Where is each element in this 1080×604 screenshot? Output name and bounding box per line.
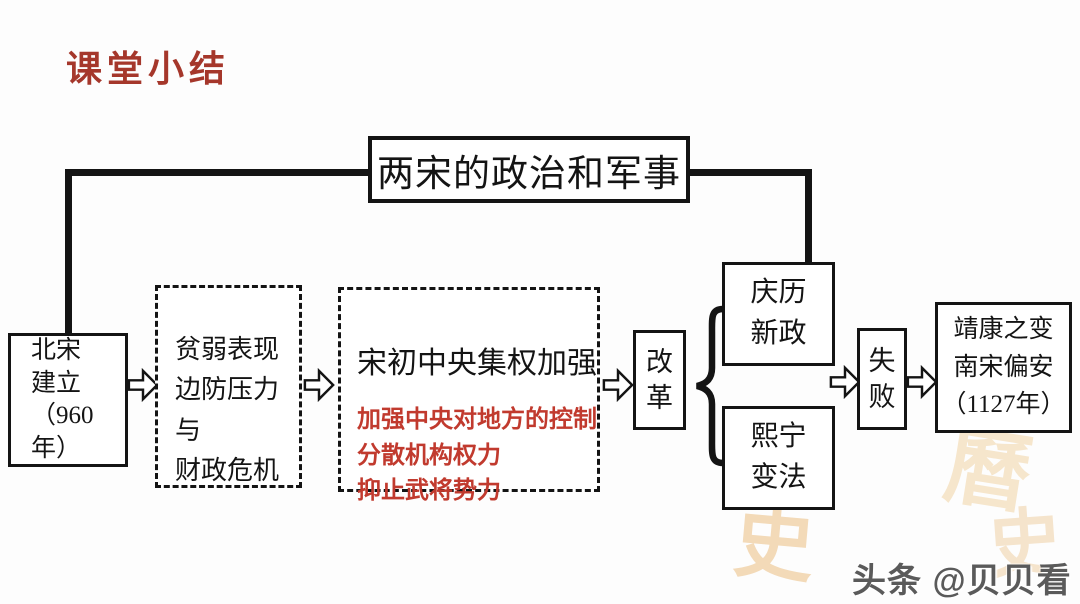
centralization-measures: 加强中央对地方的控制 分散机构权力 抑止武将势力 xyxy=(357,407,597,505)
lesson-summary-title: 课堂小结 xyxy=(66,49,231,89)
centralization-heading: 宋初中央集权加强 xyxy=(357,347,597,380)
connector-line-left-vertical xyxy=(65,169,72,335)
flow-arrow-icon xyxy=(829,363,861,401)
jingkang-outcome-box: 靖康之变 南宋偏安 （1127年） xyxy=(935,302,1072,433)
connector-line-right-horizontal xyxy=(689,169,812,176)
qingli-reform-box: 庆历 新政 xyxy=(722,262,835,366)
flow-arrow-icon xyxy=(906,363,938,401)
flow-arrow-icon xyxy=(127,366,159,404)
main-title-box: 两宋的政治和军事 xyxy=(368,136,690,203)
brace-icon xyxy=(692,305,726,467)
northern-song-founding-box: 北宋 建立 （960 年） xyxy=(8,333,128,467)
background-watermark-glyph: 史 xyxy=(730,498,818,594)
connector-line-left-horizontal xyxy=(65,169,369,176)
weakness-dashed-box: 贫弱表现 边防压力与 财政危机 xyxy=(155,285,302,488)
reform-box: 改 革 xyxy=(633,330,686,430)
credit-watermark: 头条 @贝贝看天 xyxy=(852,562,1072,600)
centralization-dashed-box: 宋初中央集权加强 加强中央对地方的控制 分散机构权力 抑止武将势力 xyxy=(338,287,600,504)
flow-arrow-icon xyxy=(602,366,634,404)
connector-line-right-vertical xyxy=(805,169,812,264)
failure-box: 失 败 xyxy=(857,328,907,430)
xining-reform-box: 熙宁 变法 xyxy=(722,406,835,510)
flow-arrow-icon xyxy=(303,366,335,404)
